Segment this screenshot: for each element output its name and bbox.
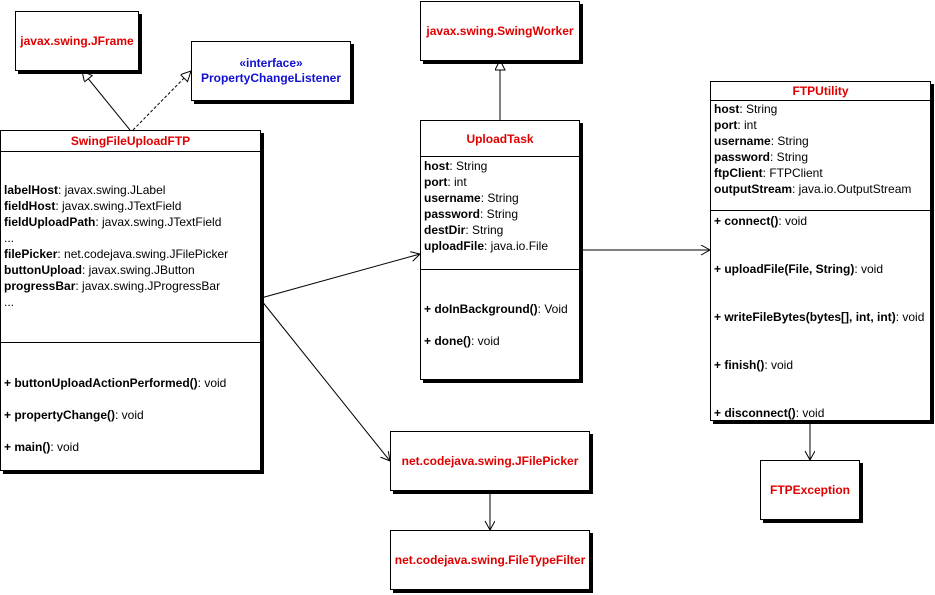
operation-row: + propertyChange(): void [4,408,144,422]
class-jfile-picker-name: net.codejava.swing.JFilePicker [401,453,579,468]
attributes-section: host: String port: int username: String … [711,101,930,211]
attribute-row: host: String [424,159,488,173]
class-swing-worker: javax.swing.SwingWorker [420,1,580,61]
operations-section: + connect(): void + uploadFile(File, Str… [711,211,930,421]
operation-row: + connect(): void [714,214,808,228]
class-ftp-exception-name: FTPException [769,482,850,497]
attribute-row: fieldHost: javax.swing.JTextField [4,199,182,213]
class-ftp-utility-header: FTPUtility [711,82,930,101]
attributes-section: host: String port: int username: String … [421,157,579,270]
attributes-section: labelHost: javax.swing.JLabel fieldHost:… [1,152,260,343]
class-upload-task: UploadTask host: String port: int userna… [420,120,580,380]
class-jframe: javax.swing.JFrame [15,11,139,71]
attribute-ellipsis: ... [4,295,15,309]
association-arrow-jfile-picker [260,299,390,461]
generalization-arrow-jframe [82,71,131,131]
class-upload-task-name: UploadTask [466,131,534,146]
interface-property-change-listener-name: PropertyChangeListener [200,71,342,85]
attribute-row: labelHost: javax.swing.JLabel [4,183,166,197]
class-ftp-utility-name: FTPUtility [792,84,849,98]
operation-row: + uploadFile(File, String): void [714,262,884,276]
attribute-row: uploadFile: java.io.File [424,239,549,253]
operation-row: + disconnect(): void [714,406,825,420]
attribute-row: buttonUpload: javax.swing.JButton [4,263,195,277]
class-ftp-utility: FTPUtility host: String port: int userna… [710,81,931,421]
attribute-ellipsis: ... [4,231,15,245]
attribute-row: password: String [424,207,519,221]
operations-section: + doInBackground(): Void + done(): void [421,270,579,349]
attribute-row: username: String [424,191,519,205]
attribute-row: progressBar: javax.swing.JProgressBar [4,279,221,293]
operation-row: + finish(): void [714,358,794,372]
attribute-row: outputStream: java.io.OutputStream [714,182,912,196]
attribute-row: fieldUploadPath: javax.swing.JTextField [4,215,222,229]
operation-row: + done(): void [424,334,500,348]
class-jfile-picker: net.codejava.swing.JFilePicker [390,431,590,491]
class-swing-worker-name: javax.swing.SwingWorker [426,23,574,38]
class-swing-file-upload-ftp-header: SwingFileUploadFTP [1,131,260,152]
class-file-type-filter-name: net.codejava.swing.FileTypeFilter [394,552,586,567]
attribute-row: port: int [714,118,757,132]
interface-stereotype: «interface» [239,56,303,70]
interface-property-change-listener: «interface» PropertyChangeListener [191,41,351,101]
class-swing-file-upload-ftp-name: SwingFileUploadFTP [70,134,191,148]
attribute-row: port: int [424,175,467,189]
attribute-row: ftpClient: FTPClient [714,166,823,180]
class-ftp-exception: FTPException [760,460,860,520]
attribute-row: host: String [714,102,778,116]
attribute-row: destDir: String [424,223,504,237]
operation-row: + buttonUploadActionPerformed(): void [4,376,227,390]
class-upload-task-header: UploadTask [421,121,579,157]
operation-row: + doInBackground(): Void [424,302,568,316]
operation-row: + writeFileBytes(bytes[], int, int): voi… [714,310,925,324]
operation-row: + main(): void [4,440,80,454]
class-jframe-name: javax.swing.JFrame [20,33,134,48]
realization-arrow-property-change-listener [132,71,191,131]
association-arrow-upload-task [260,254,420,299]
class-file-type-filter: net.codejava.swing.FileTypeFilter [390,530,590,590]
attribute-row: password: String [714,150,809,164]
operations-section: + buttonUploadActionPerformed(): void + … [1,343,260,455]
attribute-row: filePicker: net.codejava.swing.JFilePick… [4,247,229,261]
attribute-row: username: String [714,134,809,148]
class-swing-file-upload-ftp: SwingFileUploadFTP labelHost: javax.swin… [0,130,261,471]
